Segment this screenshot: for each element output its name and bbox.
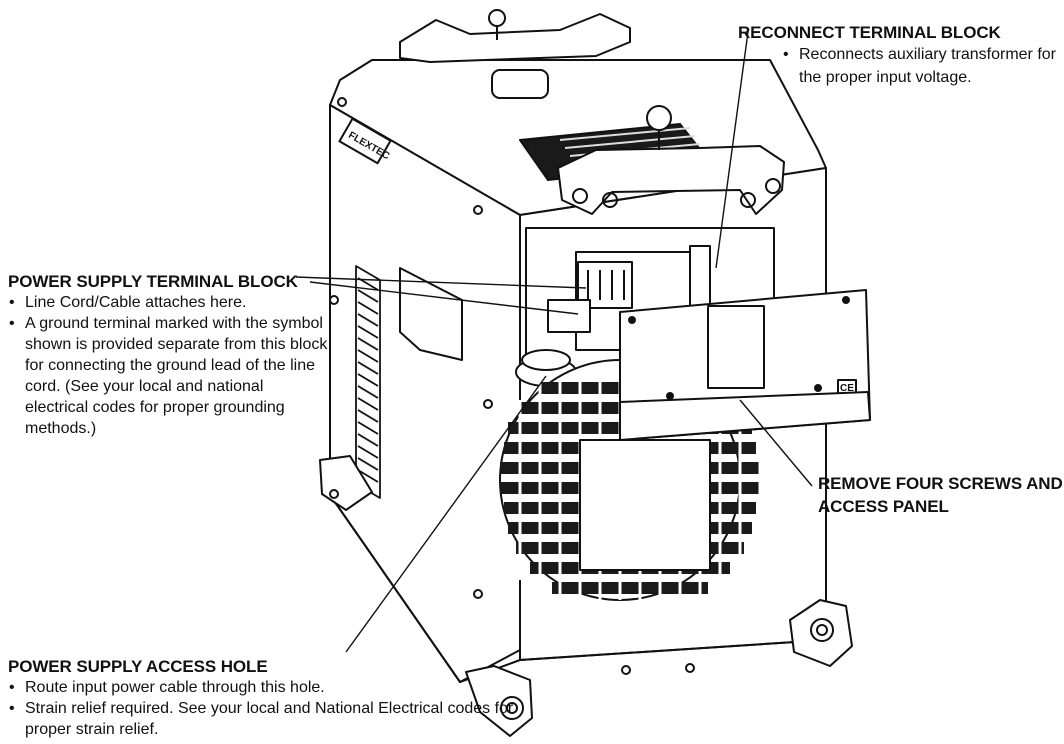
callout-power-supply-access-hole: POWER SUPPLY ACCESS HOLE Route input pow…: [8, 656, 528, 740]
callout-bullet: Route input power cable through this hol…: [8, 677, 528, 698]
callout-bullets: Line Cord/Cable attaches here. A ground …: [8, 292, 328, 439]
callout-title: RECONNECT TERMINAL BLOCK: [738, 23, 1001, 42]
left-foot: [319, 455, 373, 511]
callout-title: POWER SUPPLY TERMINAL BLOCK: [8, 272, 298, 291]
rear-handle: [399, 13, 631, 63]
callout-bullet: Reconnects auxiliary transformer for the…: [782, 43, 1064, 89]
side-label: [399, 267, 463, 361]
callout-bullet: Strain relief required. See your local a…: [8, 698, 528, 740]
callout-title: POWER SUPPLY ACCESS HOLE: [8, 657, 268, 676]
leader-power-block-1: [295, 276, 587, 289]
callout-remove-access-panel: REMOVE FOUR SCREWS AND ACCESS PANEL: [818, 472, 1064, 518]
leader-power-block-2: [309, 281, 579, 315]
callout-bullets: Reconnects auxiliary transformer for the…: [782, 43, 1064, 89]
callout-title: REMOVE FOUR SCREWS AND ACCESS PANEL: [818, 474, 1063, 516]
callout-reconnect-terminal-block: RECONNECT TERMINAL BLOCK Reconnects auxi…: [738, 22, 1064, 89]
leader-reconnect: [715, 31, 749, 269]
callout-bullet: Line Cord/Cable attaches here.: [8, 292, 328, 313]
leader-remove-panel: [739, 399, 813, 487]
leader-access-hole: [345, 375, 547, 653]
side-vents: [355, 265, 381, 499]
callout-bullets: Route input power cable through this hol…: [8, 677, 528, 740]
ce-mark: CE: [840, 383, 854, 394]
front-handle: [557, 145, 785, 215]
callout-bullet: A ground terminal marked with the symbol…: [8, 313, 328, 439]
brand-plate: [338, 117, 392, 165]
top-hatch: [491, 69, 549, 99]
callout-power-supply-terminal-block: POWER SUPPLY TERMINAL BLOCK Line Cord/Ca…: [8, 271, 328, 439]
